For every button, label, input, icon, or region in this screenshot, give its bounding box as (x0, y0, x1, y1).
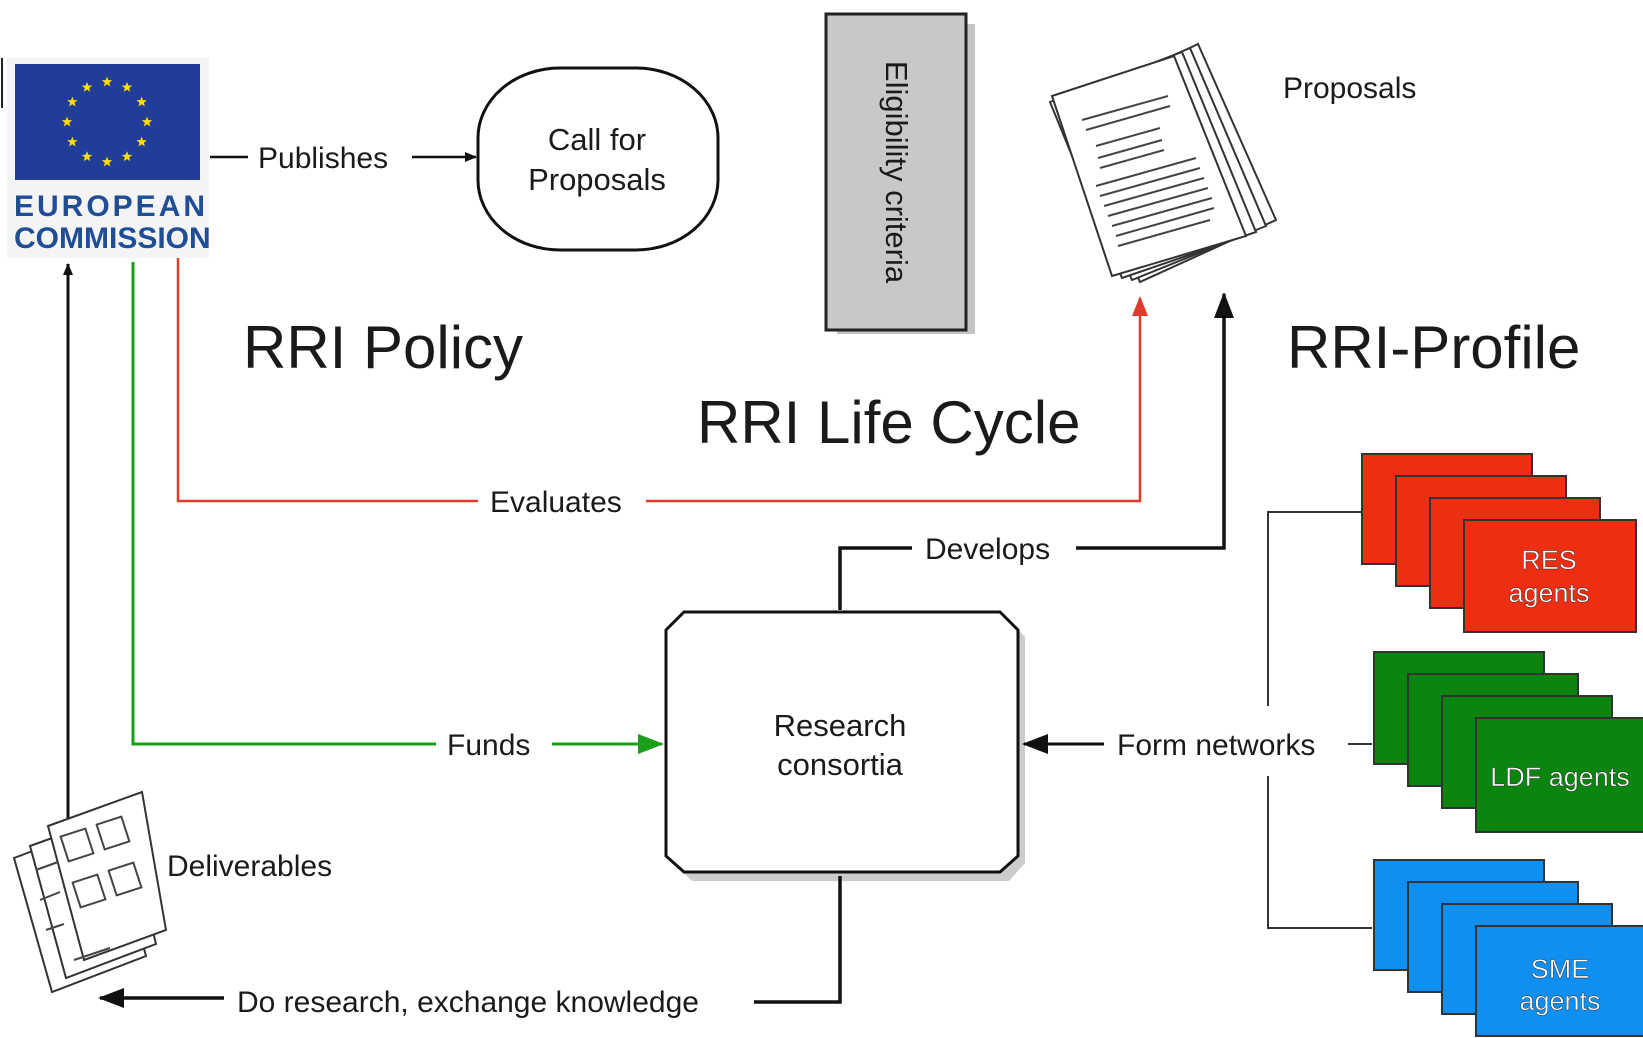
eligibility-criteria-node: Eligibility criteria (824, 12, 975, 334)
sme-label-line1: SME (1531, 954, 1590, 984)
proposals-label: Proposals (1283, 72, 1416, 105)
evaluates-line-a (176, 258, 478, 503)
european-commission-logo: EUROPEAN COMMISSION (7, 58, 211, 258)
edge-label-evaluates: Evaluates (490, 486, 622, 519)
edge-label-do-research: Do research, exchange knowledge (237, 986, 699, 1019)
org-name-line1: EUROPEAN (14, 190, 208, 223)
ldf-agents-stack: LDF agents (1373, 651, 1643, 833)
eu-star (101, 76, 113, 87)
research-label-line2: consortia (777, 747, 904, 782)
eu-star (81, 81, 93, 92)
edge-label-publishes: Publishes (258, 142, 388, 175)
research-consortia-node: Research consortia (664, 610, 1025, 881)
do-research-line-a (754, 876, 842, 1004)
agents-bracket-bottom (1267, 776, 1372, 929)
sme-agents-stack: SME agents (1373, 859, 1643, 1037)
heading-rri-profile: RRI-Profile (1287, 314, 1580, 381)
eu-star (136, 96, 147, 107)
edge-label-develops: Develops (925, 533, 1050, 566)
eu-star (101, 156, 113, 167)
heading-rri-policy: RRI Policy (243, 314, 523, 381)
funds-line-a (131, 262, 436, 746)
develops-arrow (1076, 292, 1234, 550)
eu-stars-icon (61, 76, 153, 167)
agents-bracket-top (1267, 511, 1366, 706)
deliverables-stack-icon (12, 790, 168, 994)
edge-label-funds: Funds (447, 729, 530, 762)
call-label-line2: Proposals (528, 162, 666, 197)
eu-star (121, 81, 133, 92)
eu-star (67, 136, 78, 147)
heading-rri-life-cycle: RRI Life Cycle (697, 389, 1080, 456)
eligibility-label: Eligibility criteria (879, 61, 914, 284)
sme-label-line2: agents (1519, 986, 1600, 1016)
org-name-line2: COMMISSION (14, 222, 211, 255)
ldf-label: LDF agents (1490, 762, 1630, 792)
research-label-line1: Research (774, 708, 907, 743)
res-label-line1: RES (1521, 545, 1577, 575)
proposals-stack-icon (1048, 42, 1278, 284)
call-for-proposals-node: Call for Proposals (476, 66, 720, 252)
edge-label-form-networks: Form networks (1117, 729, 1315, 762)
deliverables-label: Deliverables (167, 850, 332, 883)
evaluates-arrow (646, 296, 1148, 503)
eu-star (121, 151, 133, 162)
call-label-line1: Call for (548, 122, 646, 157)
eu-star (81, 151, 93, 162)
res-label-line2: agents (1508, 578, 1589, 608)
eu-star (67, 96, 78, 107)
eu-star (141, 116, 153, 127)
eu-star (136, 136, 147, 147)
eu-star (61, 116, 73, 127)
develops-line-a (838, 546, 912, 610)
res-agents-stack: RES agents (1361, 453, 1637, 633)
